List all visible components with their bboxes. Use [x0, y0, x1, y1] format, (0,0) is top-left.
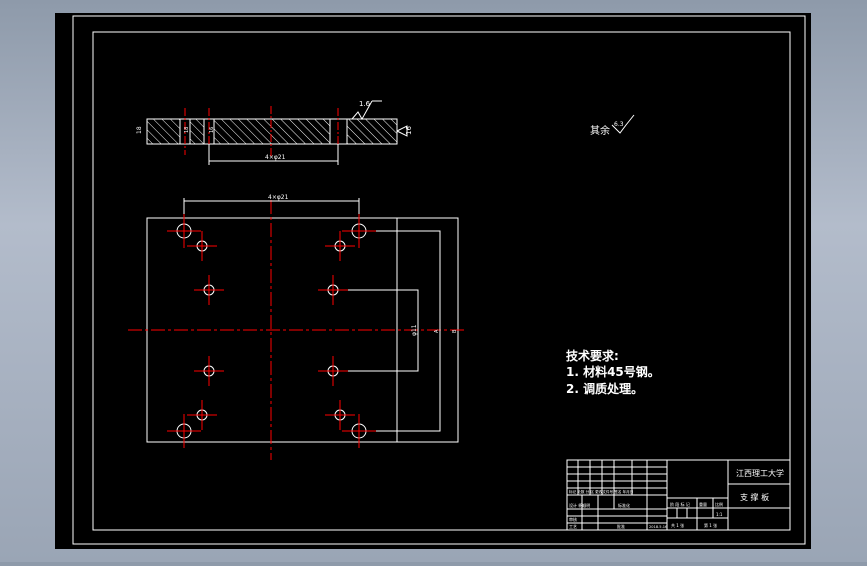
section-view	[146, 100, 408, 165]
stage-headers: 阶 段 标 记	[670, 501, 690, 507]
hole-mark-inner: 16	[209, 127, 215, 133]
holes-group	[167, 214, 376, 448]
approve-label: 批准	[617, 523, 625, 529]
scale-label: 比例	[715, 501, 723, 507]
thickness-arrow	[396, 125, 408, 137]
tech-req-title: 技术要求:	[566, 348, 619, 363]
tech-req-item-2: 2. 调质处理。	[566, 381, 643, 396]
review-label: 审核	[569, 516, 577, 522]
roughness-value: 1.6	[359, 100, 371, 108]
scale-value: 1:1	[716, 512, 723, 517]
section-hatch	[214, 119, 330, 144]
standardize-label: 标准化	[618, 502, 630, 508]
dimension-inner	[340, 289, 419, 372]
section-hatch	[347, 119, 397, 144]
weight-label: 重量	[699, 501, 707, 507]
drawing-frame	[92, 31, 791, 531]
dimension-mid	[359, 230, 441, 432]
process-label: 工艺	[569, 524, 577, 529]
section-hatch	[190, 119, 204, 144]
sheet-border	[72, 15, 806, 545]
remaining-roughness-value: 6.3	[614, 121, 624, 128]
thickness-label: 18	[136, 126, 143, 134]
remaining-roughness-symbol	[611, 114, 635, 134]
dim-mid-label: A	[434, 329, 440, 333]
plan-view	[128, 198, 467, 460]
roughness-symbol	[351, 100, 373, 121]
top-dimension-label: 4×φ21	[268, 194, 289, 201]
sheet-number: 第 1 张	[704, 522, 717, 528]
model-space	[55, 13, 811, 549]
part-name: 支 撑 板	[740, 492, 769, 502]
drawing-date: 2018.5.16	[649, 525, 668, 529]
tech-req-item-1: 1. 材料45号钢。	[566, 364, 660, 379]
dim-outer-label: B	[452, 329, 458, 333]
right-thickness-label: 16	[405, 126, 413, 135]
hole-mark-left: 18	[184, 127, 190, 133]
hole-span-label: 4×φ21	[265, 154, 286, 161]
sheets-total: 共 1 张	[671, 522, 684, 528]
remaining-roughness-label: 其余	[590, 124, 610, 137]
revision-header: 标记 处数 分 区 更改文件号 签名 年月日	[569, 489, 633, 494]
designer-row: 设计 杨顺明	[569, 502, 590, 508]
title-block	[566, 459, 791, 531]
section-hatch	[147, 119, 180, 144]
dim-inner-label: φ11	[411, 324, 418, 336]
university-name: 江西理工大学	[736, 468, 784, 478]
